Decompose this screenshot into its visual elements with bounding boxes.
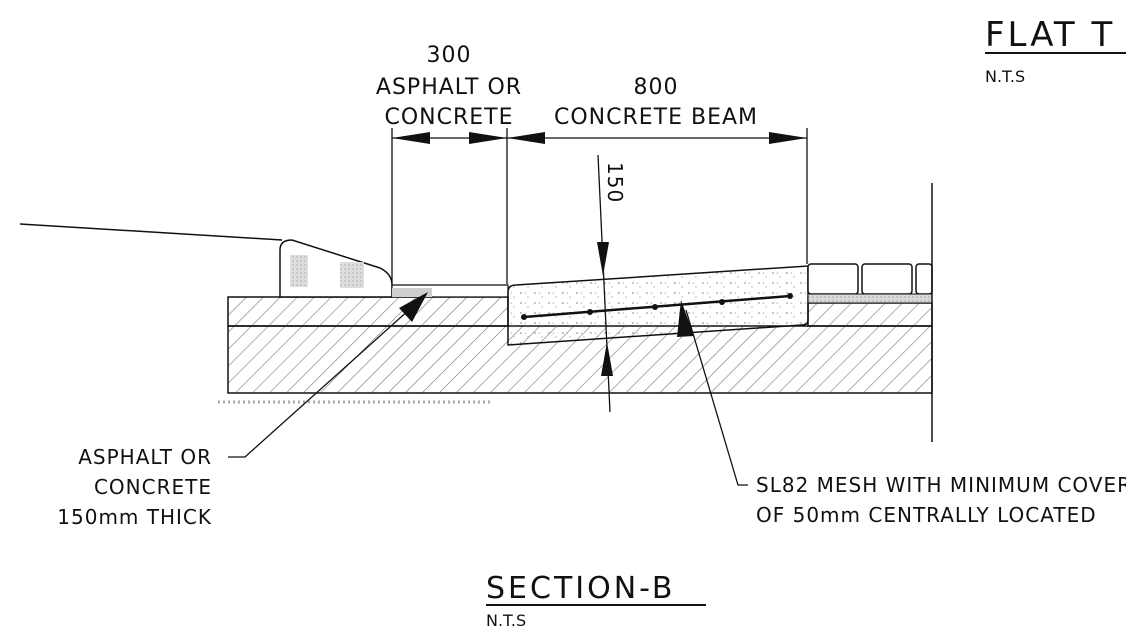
dim-800-label: CONCRETE BEAM bbox=[554, 105, 758, 130]
dim-300-label-line1: ASPHALT OR bbox=[376, 75, 522, 100]
dim-150-value: 150 bbox=[603, 162, 627, 203]
callout-left-line2: CONCRETE bbox=[94, 475, 212, 499]
dim-800-value: 800 bbox=[634, 75, 679, 100]
dim-300-value: 300 bbox=[427, 43, 472, 68]
section-title: SECTION-B bbox=[486, 571, 676, 606]
leader-right bbox=[677, 300, 748, 486]
pavers bbox=[807, 263, 933, 304]
asphalt-layer bbox=[227, 296, 933, 327]
callout-left-line3: 150mm THICK bbox=[57, 505, 212, 529]
dimension-top bbox=[391, 128, 808, 284]
callout-right-line1: SL82 MESH WITH MINIMUM COVER bbox=[756, 473, 1126, 497]
top-right-scale: N.T.S bbox=[985, 67, 1025, 86]
leader-left bbox=[228, 292, 428, 458]
road-surface-line bbox=[19, 223, 283, 241]
dim-300-label-line2: CONCRETE bbox=[384, 105, 513, 130]
dimension-150 bbox=[597, 154, 613, 413]
callout-left-line1: ASPHALT OR bbox=[78, 445, 212, 469]
concrete-beam bbox=[507, 265, 809, 346]
section-scale: N.T.S bbox=[486, 611, 526, 630]
top-right-title: FLAT T bbox=[985, 15, 1115, 55]
kerb bbox=[279, 239, 393, 298]
callout-right-line2: OF 50mm CENTRALLY LOCATED bbox=[756, 503, 1097, 527]
